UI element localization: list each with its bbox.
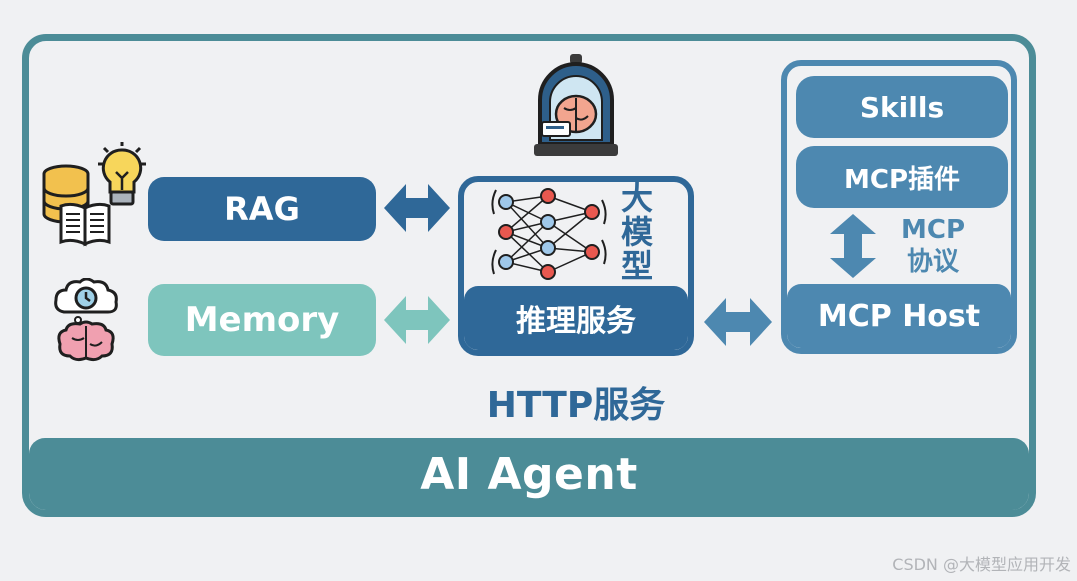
book-icon bbox=[59, 202, 111, 247]
llm-label: 大模型 bbox=[620, 179, 653, 285]
mcp-host-label: MCP Host bbox=[787, 284, 1011, 348]
mcp-protocol-label: MCP 协议 bbox=[888, 214, 978, 278]
mcp-protocol-line2: 协议 bbox=[906, 247, 959, 277]
vertical-double-arrow-icon bbox=[830, 214, 876, 278]
rag-pill: RAG bbox=[148, 177, 376, 241]
skills-pill: Skills bbox=[796, 76, 1008, 138]
brain-dome-icon bbox=[534, 54, 618, 156]
inference-service-label: 推理服务 bbox=[464, 286, 688, 350]
mcp-protocol-line1: MCP bbox=[900, 215, 965, 245]
http-service-label: HTTP服务 bbox=[486, 385, 666, 426]
lightbulb-icon bbox=[98, 142, 146, 206]
mcp-plugin-pill: MCP插件 bbox=[796, 146, 1008, 208]
double-arrow-icon bbox=[384, 296, 450, 344]
double-arrow-icon bbox=[384, 184, 450, 232]
neural-network-icon bbox=[491, 188, 607, 280]
double-arrow-icon bbox=[704, 298, 772, 346]
ai-agent-label: AI Agent bbox=[29, 438, 1029, 510]
brain-clock-icon bbox=[54, 278, 118, 362]
watermark: CSDN @大模型应用开发 bbox=[892, 555, 1071, 574]
memory-pill: Memory bbox=[148, 284, 376, 356]
